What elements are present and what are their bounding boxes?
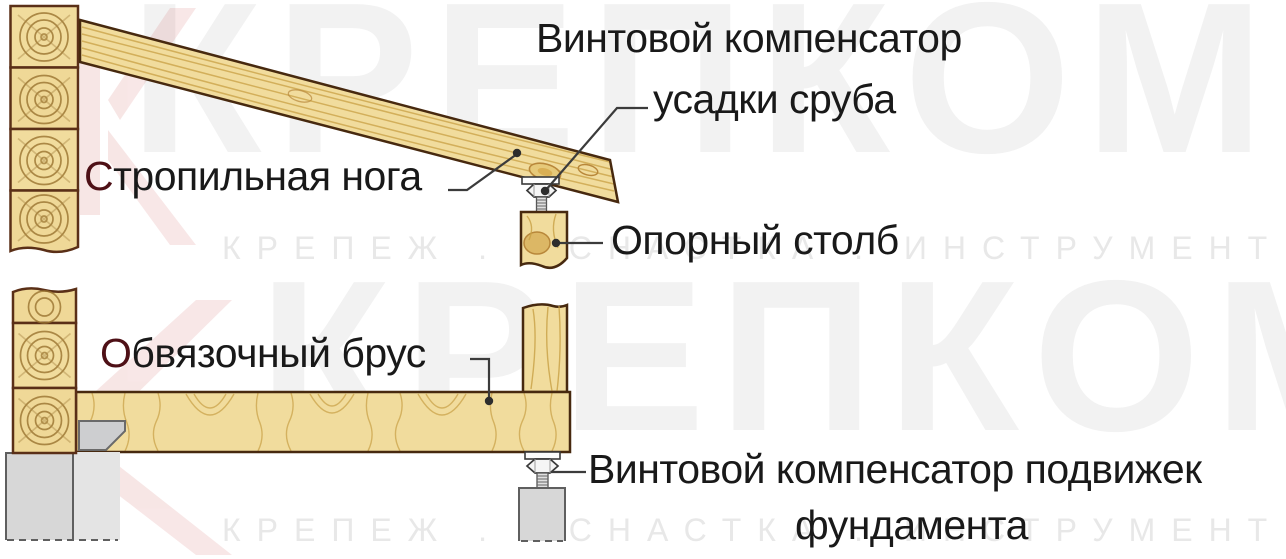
label-frame-beam: Обвязочный брус [100, 330, 426, 376]
vertical-post [521, 303, 569, 394]
leader-dots [484, 148, 561, 406]
label-bottom-compensator-line2: фундамента [795, 502, 1028, 548]
watermark-tagline-bottom: КРЕПЕЖ . ОСНАСТКА . ИНСТРУМЕНТ [222, 512, 1284, 548]
support-post [519, 210, 569, 269]
screw-compensator-bottom [518, 451, 566, 542]
frame-beam [74, 390, 572, 454]
log-wall-bottom [11, 287, 78, 455]
label-top-compensator-line2: усадки сруба [653, 76, 896, 122]
label-bottom-compensator-line1: Винтовой компенсатор подвижек [588, 446, 1202, 492]
label-rafter: Стропильная нога [84, 153, 422, 199]
watermark-tagline-top: КРЕПЕЖ . ОСНАСТКА . ИНСТРУМЕНТ [222, 230, 1284, 266]
label-support-post: Опорный столб [611, 217, 899, 263]
log-wall-top [9, 4, 80, 254]
rafter-beam [78, 18, 620, 204]
leader-lines [448, 106, 648, 474]
foundation-left [5, 420, 126, 541]
label-top-compensator-line1: Винтовой компенсатор [536, 15, 962, 61]
